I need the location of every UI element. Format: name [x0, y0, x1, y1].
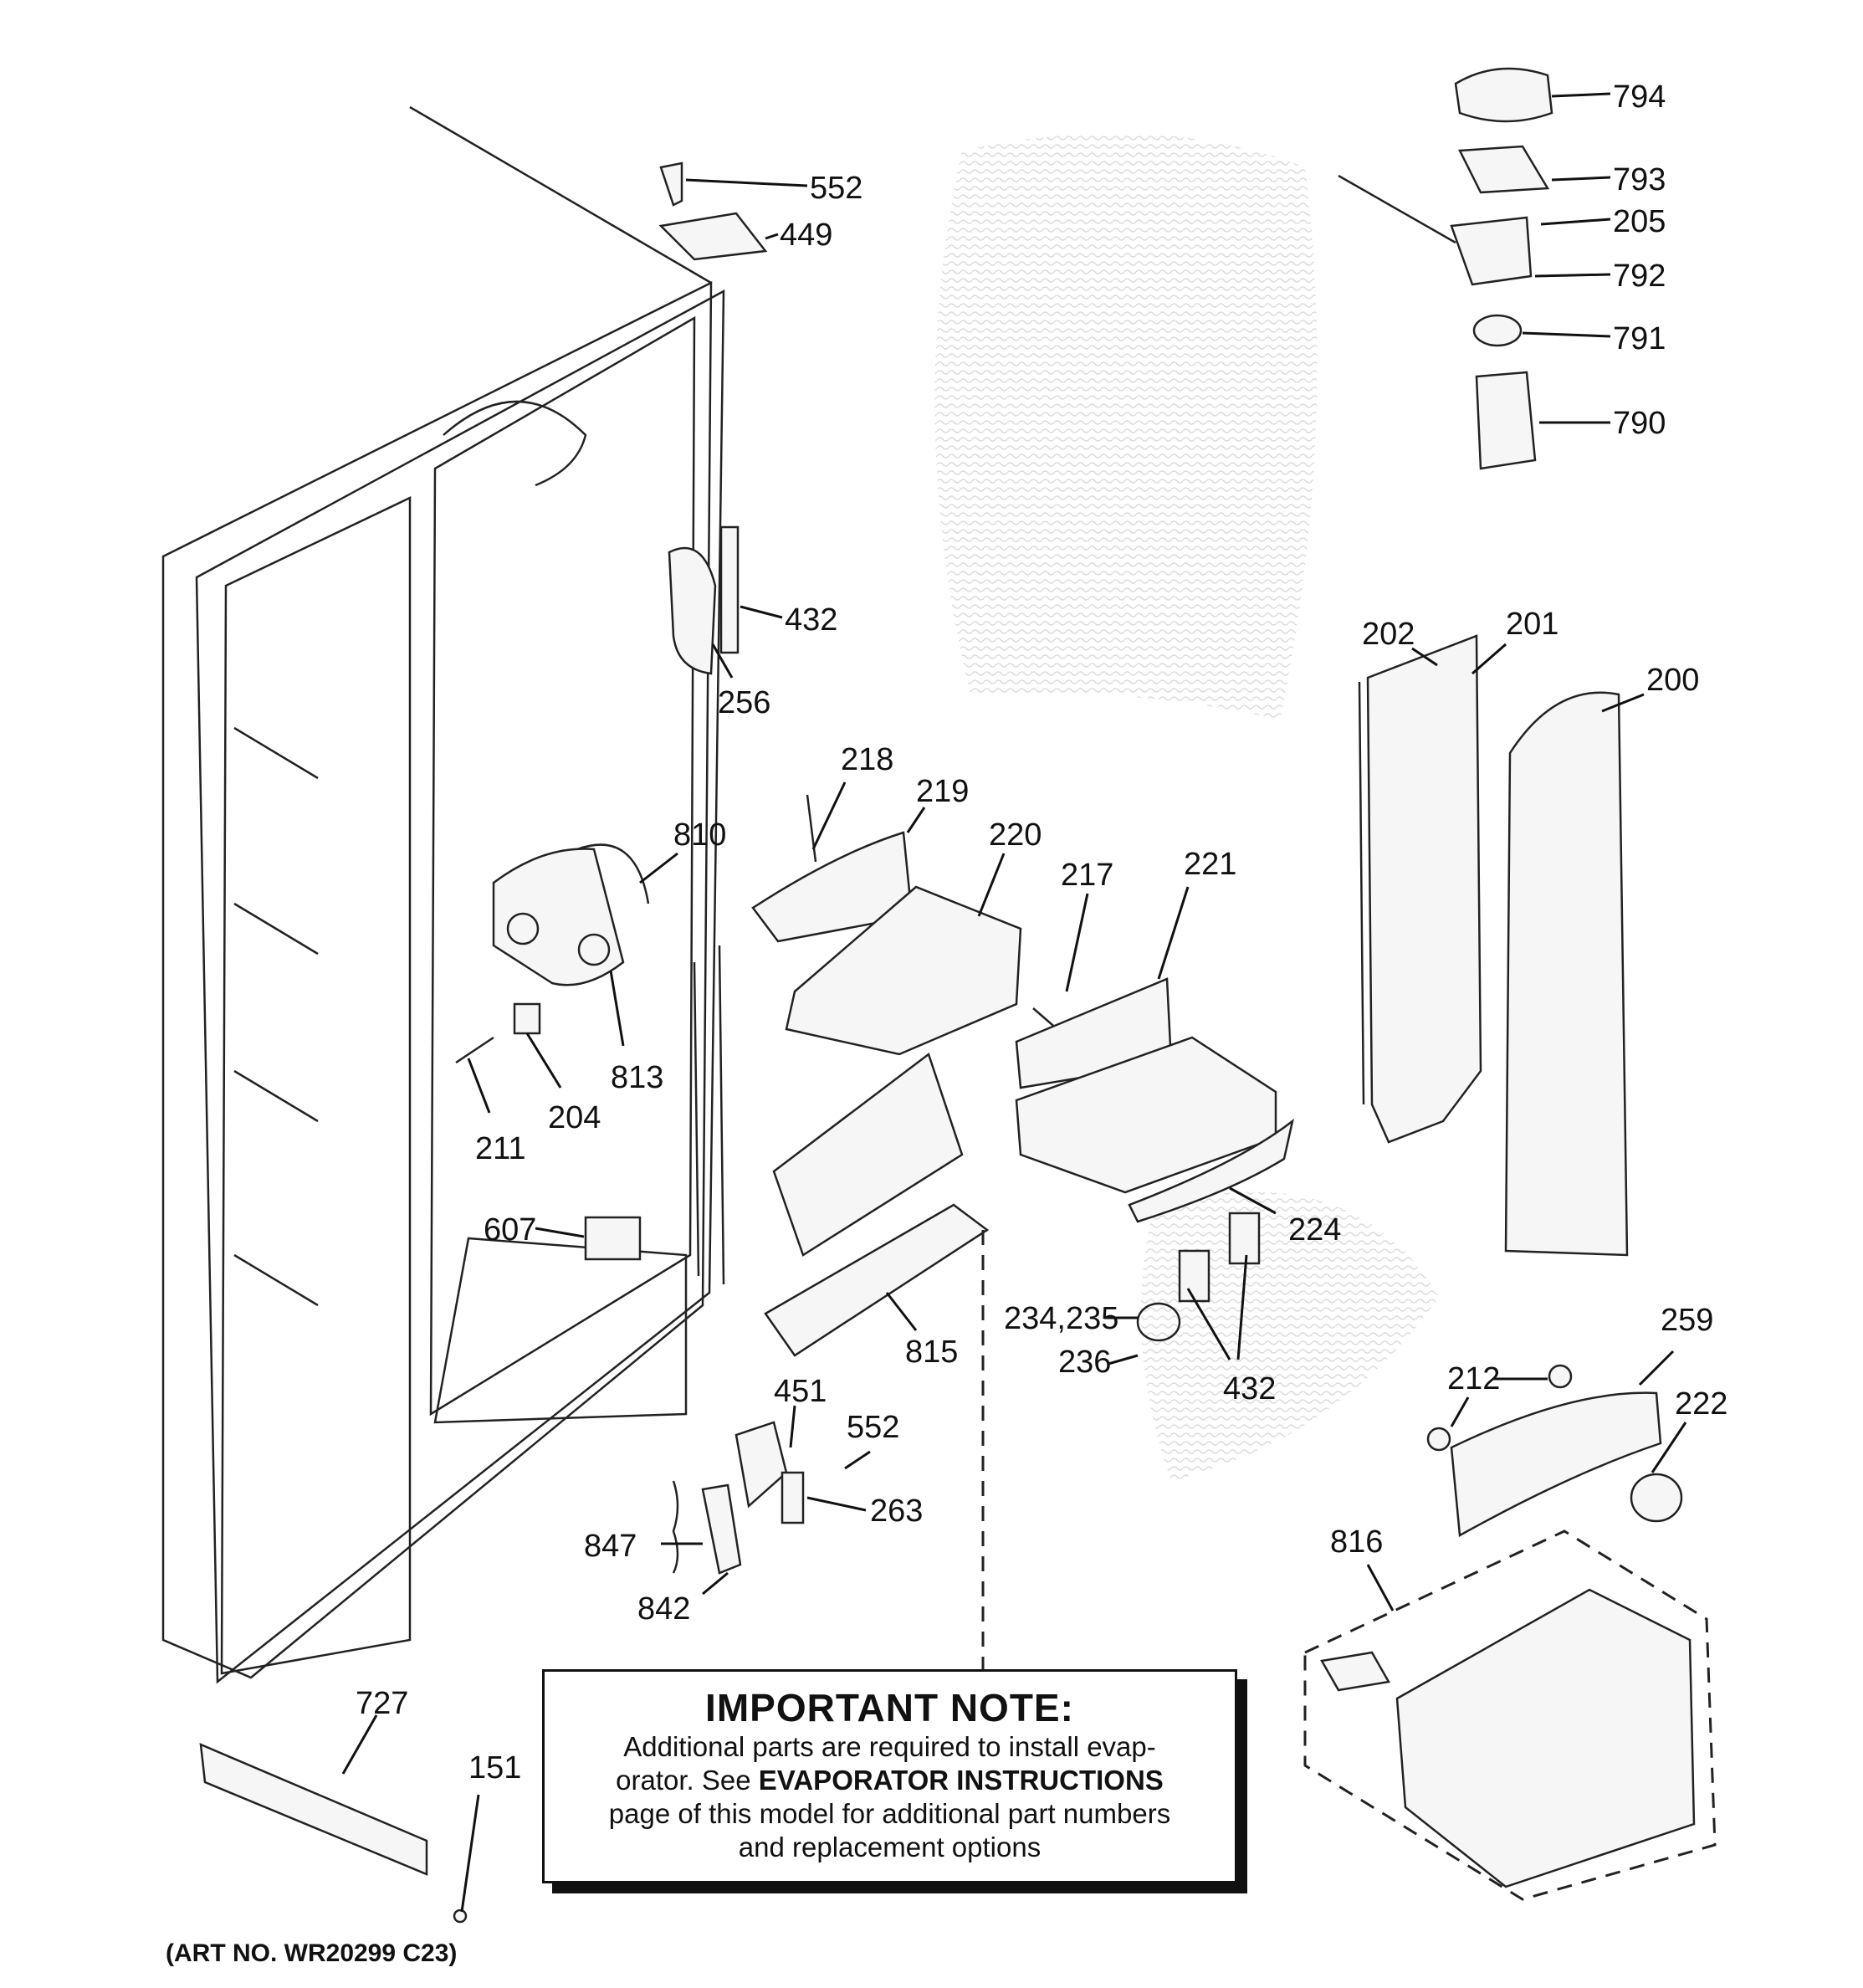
label-201: 201 [1506, 607, 1558, 642]
hinge-bottom [672, 1421, 805, 1575]
important-note-box: IMPORTANT NOTE: Additional parts are req… [542, 1669, 1237, 1883]
refrigerator-cabinet [161, 105, 725, 1684]
note-line-1: Additional parts are required to install… [623, 1731, 1156, 1762]
label-222: 222 [1675, 1386, 1727, 1422]
label-256: 256 [718, 685, 770, 720]
light-assembly [668, 525, 740, 675]
label-552-top: 552 [810, 171, 862, 206]
label-218: 218 [841, 742, 893, 777]
label-212: 212 [1447, 1361, 1500, 1396]
label-236: 236 [1058, 1345, 1111, 1380]
label-432-top: 432 [785, 602, 837, 638]
cover-panels [1358, 634, 1629, 1257]
label-607: 607 [484, 1212, 536, 1248]
label-219: 219 [916, 774, 969, 809]
evaporator [693, 945, 990, 1357]
label-202: 202 [1362, 617, 1415, 652]
label-432-bottom: 432 [1223, 1371, 1276, 1406]
part-labels: 794 793 205 792 791 790 552 449 432 256 … [356, 79, 1727, 1786]
screw-spacer [455, 1002, 541, 1064]
note-line-2: orator. See EVAPORATOR INSTRUCTIONS [545, 1764, 1235, 1797]
label-816: 816 [1330, 1524, 1383, 1560]
note-line-2-text: orator. See [616, 1765, 759, 1796]
label-792: 792 [1613, 259, 1666, 294]
label-813: 813 [611, 1060, 663, 1095]
lower-sensors [1136, 1212, 1261, 1342]
label-810: 810 [673, 817, 726, 853]
note-line-4: and replacement options [738, 1832, 1042, 1862]
label-790: 790 [1613, 406, 1666, 441]
ice-maker [1303, 1529, 1717, 1901]
label-205: 205 [1613, 204, 1666, 239]
label-847: 847 [584, 1529, 637, 1564]
label-211: 211 [475, 1131, 526, 1166]
front-trim [1128, 1118, 1294, 1223]
auger-cover [1426, 1364, 1683, 1538]
background-texture [1141, 1191, 1439, 1481]
label-793: 793 [1613, 162, 1666, 197]
label-151: 151 [468, 1750, 521, 1786]
upper-tray [751, 794, 1022, 1056]
label-217: 217 [1061, 858, 1113, 893]
switch [584, 1216, 642, 1261]
leader-lines [341, 92, 1687, 1913]
label-727: 727 [356, 1686, 408, 1721]
kickplate [199, 1743, 468, 1924]
evaporator-instructions-link[interactable]: EVAPORATOR INSTRUCTIONS [758, 1765, 1164, 1796]
label-200: 200 [1646, 663, 1699, 698]
note-title: IMPORTANT NOTE: [705, 1686, 1074, 1729]
label-794: 794 [1613, 79, 1666, 115]
label-451: 451 [774, 1374, 827, 1409]
label-221: 221 [1184, 847, 1236, 882]
label-815: 815 [905, 1335, 958, 1370]
background-texture [934, 133, 1318, 720]
dispenser-stack [1338, 67, 1553, 470]
ice-bucket [1015, 977, 1277, 1194]
label-259: 259 [1661, 1303, 1713, 1338]
label-842: 842 [637, 1591, 690, 1627]
label-234-235: 234,235 [1004, 1301, 1118, 1336]
art-number: (ART NO. WR20299 C23) [166, 1939, 458, 1967]
label-791: 791 [1613, 321, 1666, 356]
label-204: 204 [548, 1100, 601, 1135]
label-449: 449 [780, 218, 832, 253]
label-552-bottom: 552 [847, 1410, 899, 1445]
label-220: 220 [989, 817, 1042, 853]
fan-assembly [492, 843, 650, 986]
hinge-top [658, 161, 768, 261]
label-263: 263 [870, 1494, 923, 1529]
label-224: 224 [1288, 1212, 1341, 1248]
note-line-3: page of this model for additional part n… [608, 1798, 1171, 1829]
